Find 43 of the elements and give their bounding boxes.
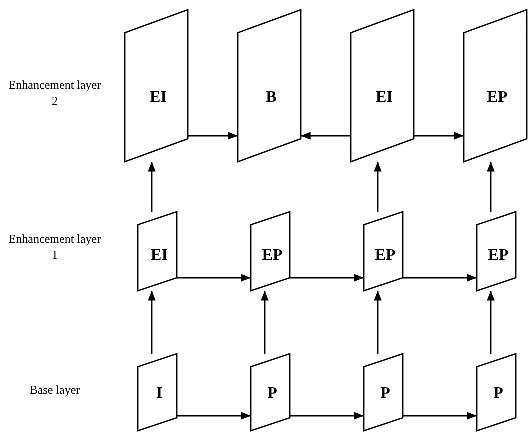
arrow bbox=[148, 291, 156, 354]
arrow bbox=[301, 132, 351, 140]
arrow bbox=[290, 412, 364, 420]
arrow bbox=[487, 291, 495, 354]
arrow bbox=[188, 132, 238, 140]
frame-type-label: EP bbox=[262, 247, 283, 265]
arrow bbox=[487, 162, 495, 212]
picture-frame bbox=[351, 10, 414, 162]
frame-type-label: EP bbox=[375, 247, 396, 265]
arrow bbox=[403, 412, 477, 420]
arrow bbox=[374, 162, 382, 212]
frame-type-label: P bbox=[380, 385, 390, 403]
arrow bbox=[261, 291, 269, 354]
frame-type-label: P bbox=[494, 385, 504, 403]
picture-frame bbox=[464, 10, 527, 162]
picture-frame bbox=[251, 354, 290, 431]
picture-frame bbox=[138, 212, 177, 291]
picture-frame bbox=[364, 354, 403, 431]
picture-frame bbox=[477, 212, 516, 291]
picture-frame bbox=[138, 354, 177, 431]
arrow bbox=[414, 132, 464, 140]
arrow bbox=[148, 162, 156, 212]
frame-type-label: EI bbox=[150, 89, 167, 107]
layer-label: Enhancement layer 2 bbox=[8, 78, 102, 110]
frame-type-label: I bbox=[156, 385, 163, 403]
picture-frame bbox=[477, 354, 516, 431]
frame-type-label: B bbox=[266, 89, 277, 107]
frame-type-label: EP bbox=[487, 89, 508, 107]
layer-label: Base layer bbox=[28, 383, 82, 399]
frame-type-label: EP bbox=[488, 247, 509, 265]
frame-type-label: EI bbox=[151, 247, 168, 265]
arrow bbox=[374, 291, 382, 354]
picture-frame bbox=[251, 212, 290, 291]
layer-label: Enhancement layer 1 bbox=[8, 232, 102, 264]
arrow bbox=[290, 274, 364, 282]
arrow bbox=[177, 274, 251, 282]
arrow bbox=[177, 412, 251, 420]
picture-frame bbox=[238, 10, 301, 162]
frame-type-label: EI bbox=[376, 89, 393, 107]
frame-type-label: P bbox=[268, 385, 278, 403]
arrow bbox=[403, 274, 477, 282]
picture-frame bbox=[125, 10, 188, 162]
picture-frame bbox=[364, 212, 403, 291]
